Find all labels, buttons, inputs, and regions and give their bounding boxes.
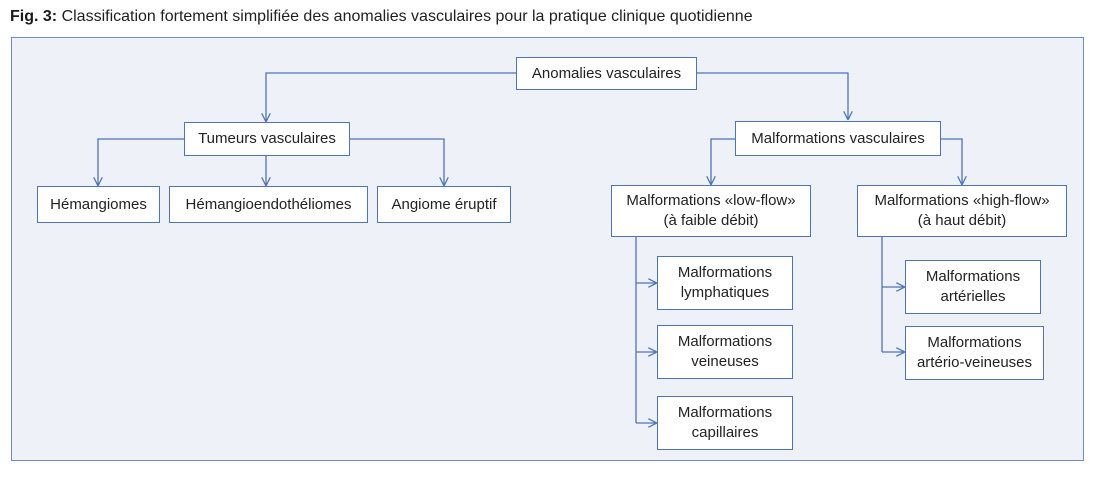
diagram-panel (11, 37, 1084, 461)
connector-malformations-highflow (941, 138, 962, 184)
node-anomalies-vasculaires: Anomalies vasculaires (516, 57, 697, 90)
node-hemangioendotheliomes: Hémangioendothéliomes (169, 186, 368, 223)
figure-title: Classification fortement simplifiée des … (61, 8, 753, 25)
figure-caption: Fig. 3: Classification fortement simplif… (10, 4, 753, 30)
node-tumeurs-vasculaires: Tumeurs vasculaires (184, 122, 350, 156)
connector-root-malformations (697, 72, 848, 119)
node-malformations-arterio-veineuses: Malformations artério-veineuses (905, 326, 1044, 380)
node-malformations-low-flow: Malformations «low-flow» (à faible débit… (611, 185, 811, 237)
node-angiome-eruptif: Angiome éruptif (377, 186, 511, 223)
connector-tumeurs-angiome (350, 138, 444, 185)
connector-root-tumeurs (266, 72, 516, 121)
node-hemangiomes: Hémangiomes (37, 186, 160, 223)
node-malformations-capillaires: Malformations capillaires (657, 396, 793, 450)
connector-tumeurs-hemangiomes (98, 138, 184, 185)
node-malformations-veineuses: Malformations veineuses (657, 325, 793, 379)
figure-label: Fig. 3: (10, 8, 58, 25)
node-malformations-lymphatiques: Malformations lymphatiques (657, 256, 793, 310)
node-malformations-high-flow: Malformations «high-flow» (à haut débit) (857, 185, 1067, 237)
node-malformations-vasculaires: Malformations vasculaires (735, 121, 941, 156)
node-malformations-arterielles: Malformations artérielles (905, 260, 1041, 314)
connector-malformations-lowflow (711, 138, 735, 184)
